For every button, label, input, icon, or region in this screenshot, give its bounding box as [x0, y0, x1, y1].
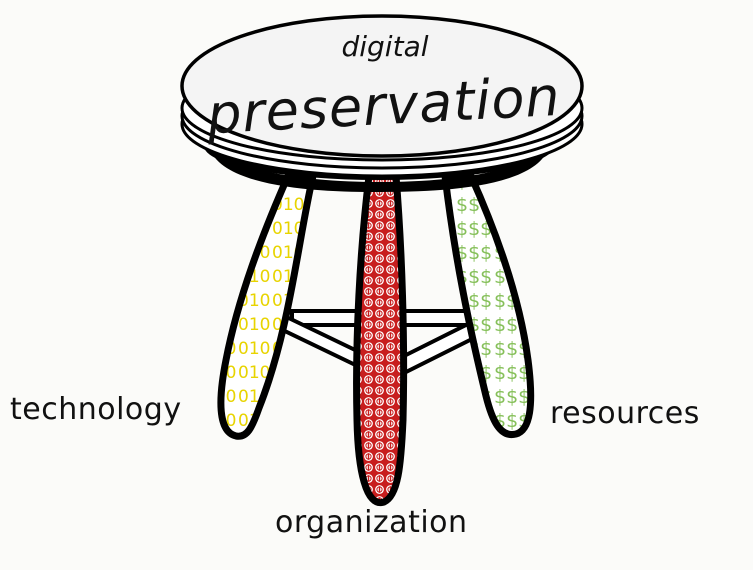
organization-label: organization [275, 505, 468, 540]
technology-leg [217, 172, 317, 440]
technology-label: technology [10, 392, 182, 427]
seat-shadow-band [210, 140, 548, 192]
resources-label: resources [550, 396, 700, 431]
seat-line-digital: digital [341, 30, 428, 63]
seat-top [180, 14, 584, 158]
stool-seat: digital preservation [180, 14, 584, 192]
organization-leg [353, 172, 408, 507]
resources-leg [441, 172, 535, 438]
